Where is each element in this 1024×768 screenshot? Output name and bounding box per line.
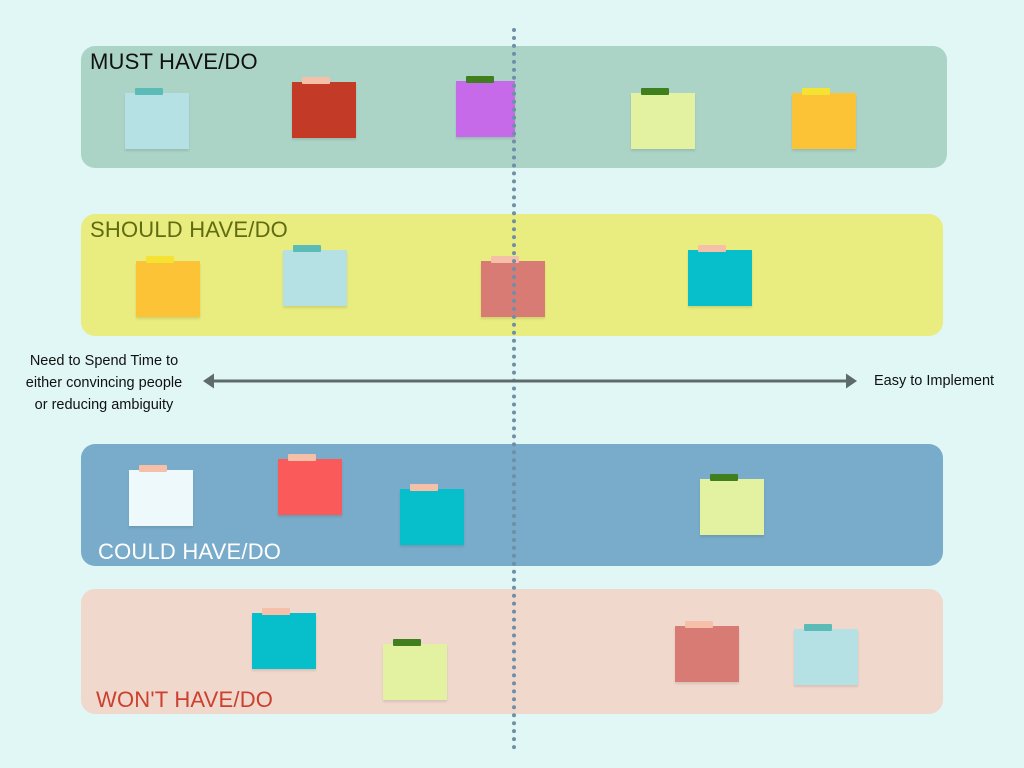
tape — [410, 484, 438, 491]
band-label-must: MUST HAVE/DO — [90, 49, 258, 74]
tape — [393, 639, 421, 646]
axis-left-label-line: either convincing people — [25, 375, 183, 391]
tape — [466, 76, 494, 83]
sticky-note[interactable] — [125, 88, 189, 149]
tape — [698, 245, 726, 252]
sticky-note[interactable] — [456, 76, 515, 137]
axis-left-label: Need to Spend Time to either convincing … — [0, 350, 208, 416]
sticky-note[interactable] — [792, 88, 856, 149]
tape — [491, 256, 519, 263]
tape — [293, 245, 321, 252]
tape — [135, 88, 163, 95]
tape — [804, 624, 832, 631]
tape — [641, 88, 669, 95]
axis-left-label-line: Need to Spend Time to — [29, 353, 179, 369]
band-label-could: COULD HAVE/DO — [98, 539, 282, 564]
sticky-note[interactable] — [631, 88, 695, 149]
sticky-note[interactable] — [400, 484, 464, 545]
sticky-note[interactable] — [675, 621, 739, 682]
band-label-wont: WON'T HAVE/DO — [96, 687, 274, 712]
tape — [146, 256, 174, 263]
sticky-note[interactable] — [129, 465, 193, 526]
tape — [139, 465, 167, 472]
tape — [685, 621, 713, 628]
sticky-note[interactable] — [794, 624, 858, 685]
tape — [302, 77, 330, 84]
tape — [262, 608, 290, 615]
tape — [802, 88, 830, 95]
sticky-note[interactable] — [283, 245, 347, 306]
sticky-note[interactable] — [278, 454, 342, 515]
sticky-note[interactable] — [136, 256, 200, 317]
sticky-note[interactable] — [383, 639, 447, 700]
sticky-note[interactable] — [292, 77, 356, 138]
tape — [710, 474, 738, 481]
vertical-divider — [512, 28, 516, 750]
sticky-note[interactable] — [700, 474, 764, 535]
axis-right-label: Easy to Implement — [874, 373, 995, 389]
tape — [288, 454, 316, 461]
band-label-should: SHOULD HAVE/DO — [90, 217, 288, 242]
sticky-note[interactable] — [252, 608, 316, 669]
axis-left-label-line: or reducing ambiguity — [34, 397, 174, 413]
sticky-note[interactable] — [688, 245, 752, 306]
